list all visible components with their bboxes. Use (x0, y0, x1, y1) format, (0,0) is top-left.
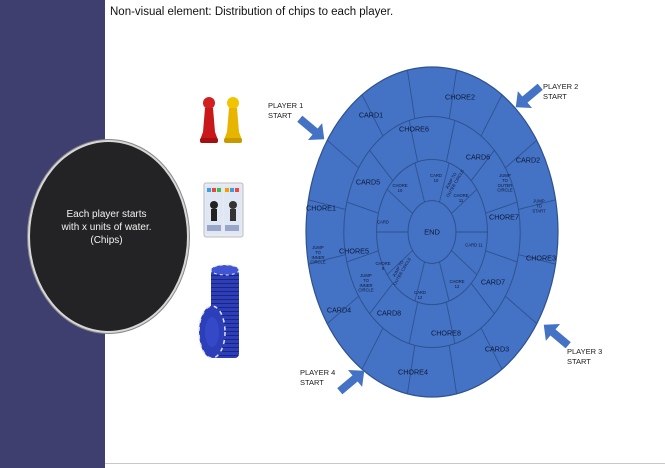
middle-divider (485, 250, 518, 263)
outer-ring-label: CARD6 (466, 153, 490, 162)
board-ring-0 (343, 116, 521, 348)
board-outer-ellipse (305, 66, 559, 398)
player4-arrow-icon (337, 370, 365, 395)
outer-ring-label: CHORE8 (431, 329, 461, 338)
inner-divider (438, 162, 450, 203)
outer-ring-label: CHORE4 (398, 368, 428, 377)
end-label: END (424, 228, 440, 237)
slide-title: Non-visual element: Distribution of chip… (110, 6, 394, 18)
inner-divider (386, 250, 413, 275)
info-bubble (28, 140, 189, 333)
player2-arrow-icon (515, 83, 543, 108)
bottom-rule (105, 463, 665, 464)
outer-ring-label: CHORE3 (526, 254, 556, 263)
card-deck-icon (203, 182, 244, 238)
outer-divider (308, 199, 346, 210)
outer-ring-label: CARD4 (327, 306, 351, 315)
outer-ring-label: CARD3 (485, 345, 509, 354)
player4-start-label: PLAYER 4 START (300, 368, 336, 387)
outer-ring-label: CARD1 (359, 111, 383, 120)
middle-divider (369, 283, 394, 314)
middle-divider (408, 120, 419, 162)
outer-divider (361, 327, 384, 370)
outer-ring-label: CHORE2 (445, 93, 475, 102)
outer-divider (518, 199, 556, 210)
outer-divider (406, 345, 416, 394)
middle-divider (445, 120, 456, 162)
inner-ring-label: CARD 11 (465, 242, 483, 247)
inner-divider (438, 261, 450, 302)
outer-divider (480, 327, 503, 370)
middle-divider (346, 201, 379, 214)
inner-divider (451, 189, 478, 214)
middle-divider (470, 150, 495, 181)
middle-divider (369, 150, 394, 181)
outer-divider (505, 139, 538, 169)
outer-divider (505, 295, 538, 325)
inner-ring-label: CARD (377, 219, 389, 224)
outer-ring-label: CHORE6 (399, 125, 429, 134)
inner-divider (386, 189, 413, 214)
player2-start-label: PLAYER 2 START (543, 82, 579, 101)
outer-ring-label: CARD2 (516, 156, 540, 165)
yellow-pawn-icon (224, 97, 242, 143)
outer-ring-label: CARD7 (481, 278, 505, 287)
outer-divider (326, 139, 359, 169)
player3-arrow-icon (543, 324, 571, 349)
outer-divider (448, 70, 458, 119)
poker-chips-icon (198, 264, 240, 359)
outer-divider (308, 254, 346, 265)
outer-ring-label: CHORE1 (306, 204, 336, 213)
outer-ring-label: CARD8 (377, 309, 401, 318)
inner-divider (451, 250, 478, 275)
player1-arrow-icon (297, 115, 325, 140)
middle-divider (346, 250, 379, 263)
outer-divider (406, 70, 416, 119)
outer-ring-label: CHORE7 (489, 213, 519, 222)
outer-divider (448, 345, 458, 394)
outer-divider (326, 295, 359, 325)
player1-start-label: PLAYER 1 START (268, 101, 304, 120)
inner-divider (414, 162, 426, 203)
outer-divider (518, 254, 556, 265)
middle-divider (408, 302, 419, 344)
middle-divider (485, 201, 518, 214)
outer-divider (480, 94, 503, 137)
middle-divider (470, 283, 495, 314)
inner-divider (414, 261, 426, 302)
info-bubble-text: Each player starts with x units of water… (61, 209, 152, 246)
outer-ring-label: CARD5 (356, 178, 380, 187)
middle-divider (445, 302, 456, 344)
player3-start-label: PLAYER 3 START (567, 347, 603, 366)
outer-ring-label: CHORE5 (339, 247, 369, 256)
red-pawn-icon (200, 97, 218, 143)
outer-divider (361, 94, 384, 137)
